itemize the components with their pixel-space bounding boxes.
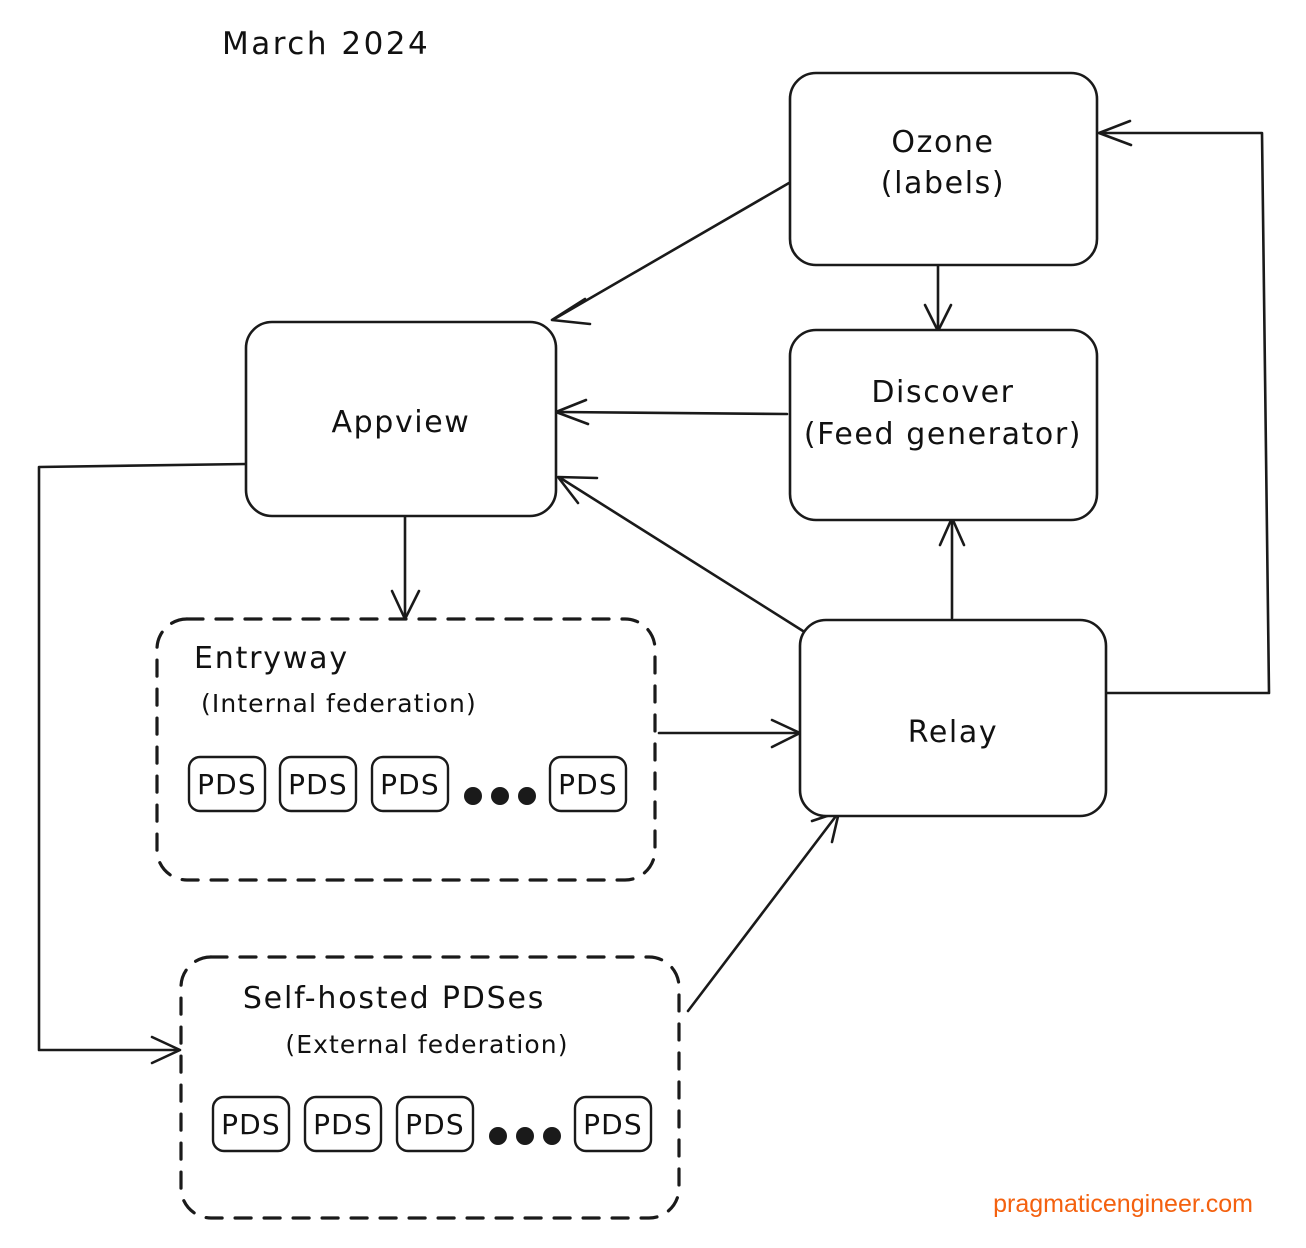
edge-ozone-to-discover <box>923 264 953 333</box>
relay-box[interactable] <box>798 618 1108 818</box>
selfhosted-pds-2[interactable]: PDS <box>303 1095 383 1153</box>
selfhosted-pds-3-box[interactable] <box>395 1095 475 1153</box>
edge-relay-to-discover <box>938 516 966 620</box>
entryway-pds-4-box[interactable] <box>548 755 628 813</box>
appview-label: Appview <box>332 405 471 440</box>
ozone-box[interactable] <box>788 71 1099 267</box>
selfhosted-pds-3[interactable]: PDS <box>395 1095 475 1153</box>
edge-relay-to-ozone <box>1097 119 1271 695</box>
edge-relay-to-appview <box>556 475 805 633</box>
selfhosted-pds-4-label: PDS <box>583 1108 643 1141</box>
entryway-title: Entryway <box>194 641 349 676</box>
entryway-pds-3-box[interactable] <box>370 755 450 813</box>
selfhosted-pds-1-box[interactable] <box>211 1095 291 1153</box>
relay-label: Relay <box>908 715 998 750</box>
entryway-pds-3-label: PDS <box>380 768 440 801</box>
selfhosted-pds-1-label: PDS <box>221 1108 281 1141</box>
entryway-subtitle: (Internal federation) <box>201 689 477 718</box>
selfhosted-group-box[interactable] <box>179 955 681 1220</box>
ozone-label-line2: (labels) <box>881 166 1005 201</box>
appview-box[interactable] <box>244 320 558 518</box>
node-appview[interactable]: Appview <box>244 320 558 518</box>
ozone-label-line1: Ozone <box>891 125 994 160</box>
discover-box[interactable] <box>788 328 1099 522</box>
entryway-ellipsis <box>464 787 536 805</box>
edge-entryway-to-relay <box>657 718 802 749</box>
edge-appview-to-selfhosted <box>37 462 248 1065</box>
entryway-pds-4-label: PDS <box>558 768 618 801</box>
node-discover[interactable]: Discover (Feed generator) <box>788 328 1099 522</box>
watermark-link[interactable]: pragmaticengineer.com <box>993 1190 1253 1218</box>
diagram-title: March 2024 <box>222 26 430 62</box>
entryway-pds-1-box[interactable] <box>187 755 267 813</box>
discover-label-line2: (Feed generator) <box>804 417 1082 452</box>
selfhosted-pds-2-label: PDS <box>313 1108 373 1141</box>
entryway-pds-1[interactable]: PDS <box>187 755 267 813</box>
selfhosted-ellipsis <box>489 1127 561 1145</box>
selfhosted-title: Self-hosted PDSes <box>243 981 545 1016</box>
edge-ozone-to-appview <box>550 181 791 326</box>
group-entryway[interactable]: Entryway (Internal federation) PDS PDS P… <box>155 617 657 882</box>
edge-appview-to-entryway <box>390 515 421 621</box>
entryway-pds-4[interactable]: PDS <box>548 755 628 813</box>
node-ozone[interactable]: Ozone (labels) <box>788 71 1099 267</box>
edge-discover-to-appview <box>554 398 789 426</box>
entryway-group-box[interactable] <box>155 617 657 882</box>
entryway-pds-3[interactable]: PDS <box>370 755 450 813</box>
node-relay[interactable]: Relay <box>798 618 1108 818</box>
entryway-pds-2[interactable]: PDS <box>278 755 358 813</box>
selfhosted-pds-3-label: PDS <box>405 1108 465 1141</box>
entryway-pds-2-box[interactable] <box>278 755 358 813</box>
entryway-pds-2-label: PDS <box>288 768 348 801</box>
selfhosted-pds-1[interactable]: PDS <box>211 1095 291 1153</box>
edge-selfhosted-to-relay <box>686 810 841 1013</box>
selfhosted-pds-4[interactable]: PDS <box>573 1095 653 1153</box>
group-self-hosted[interactable]: Self-hosted PDSes (External federation) … <box>179 955 681 1220</box>
selfhosted-pds-4-box[interactable] <box>573 1095 653 1153</box>
discover-label-line1: Discover <box>871 375 1014 410</box>
entryway-pds-1-label: PDS <box>197 768 257 801</box>
selfhosted-pds-2-box[interactable] <box>303 1095 383 1153</box>
selfhosted-subtitle: (External federation) <box>285 1030 568 1059</box>
